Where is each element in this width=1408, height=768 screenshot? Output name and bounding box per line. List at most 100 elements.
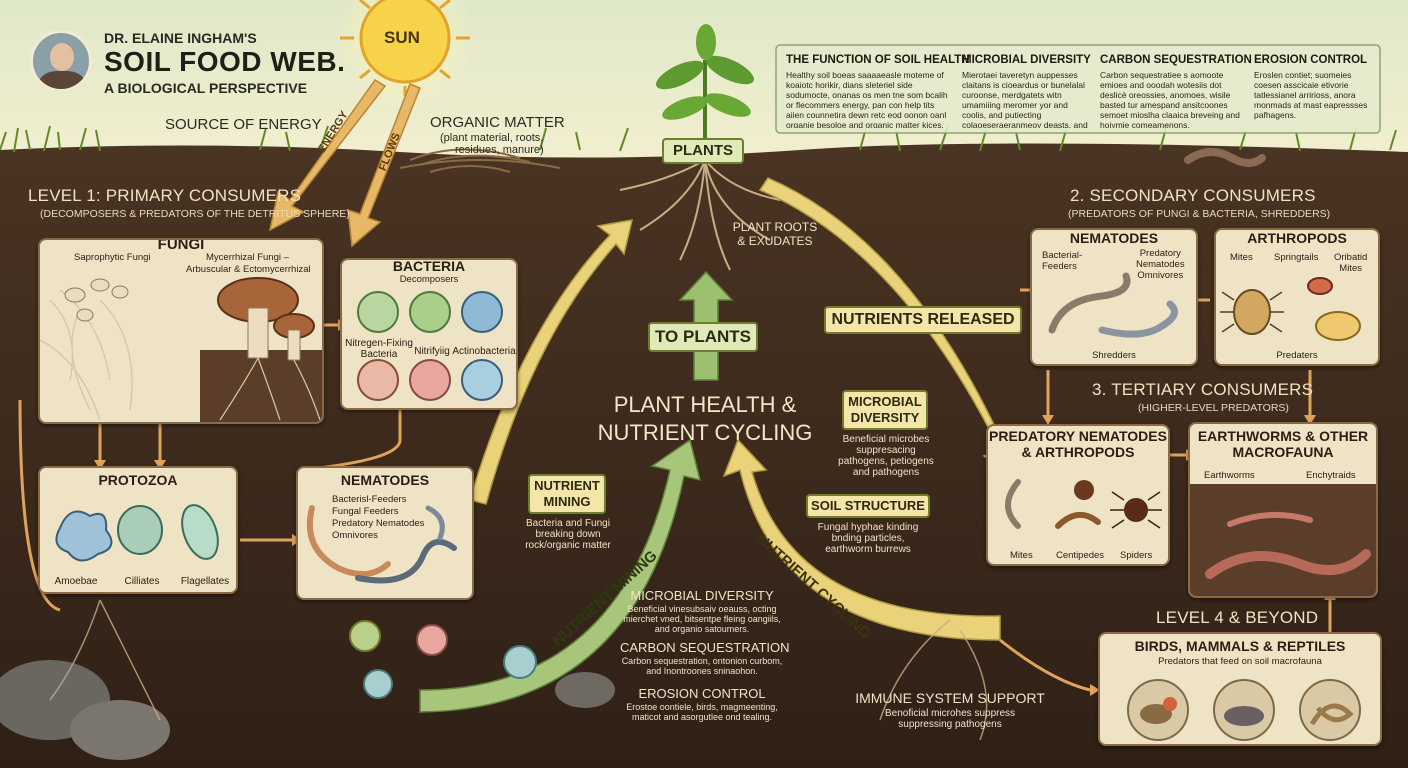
sun-label: SUN <box>384 28 420 47</box>
top-col-title-1: THE FUNCTION OF SOIL HEALTH <box>786 54 970 66</box>
bottom-md-text: Beneficial vinesubsaiv oeauss, octing mi… <box>623 604 781 634</box>
nematodes-panel-2: NEMATODES Bacterial- Feeders Predatory N… <box>1030 228 1198 366</box>
center-title-2: NUTRIENT CYCLING <box>597 420 813 445</box>
nutrients-released-tag: NUTRIENTS RELEASED <box>824 306 1022 334</box>
bacteria-title: BACTERIA <box>392 258 466 274</box>
page-subtitle: A BIOLOGICAL PERSPECTIVE <box>104 80 308 96</box>
top-col-title-3: CARBON SEQUESTRATION <box>1100 54 1252 66</box>
birds-sub: Predators that feed on soil macrofauna <box>1158 656 1322 667</box>
plant-roots-label: PLANT ROOTS & EXUDATES <box>732 220 818 248</box>
protozoa-title: PROTOZOA <box>98 472 178 488</box>
soil-structure-tag: SOIL STRUCTURE <box>806 494 930 518</box>
soil-structure-desc: Fungal hyphae kinding bnding particles, … <box>817 522 919 555</box>
microbial-diversity-title-1: MICROBIAL <box>848 394 922 409</box>
arthropods-title: ARTHROPODS <box>1247 230 1347 246</box>
top-col-text-4: Eroslen contiet; suomeies coesen asscica… <box>1254 70 1368 120</box>
protozoa-amoebae: Amoebae <box>54 576 98 587</box>
organic-matter-pile <box>399 148 561 173</box>
nutrient-mining-title-2: MINING <box>543 494 591 509</box>
level2-subtitle: (PREDATORS OF PUNGI & BACTERIA, SHREDDER… <box>1068 208 1331 220</box>
source-of-energy-label: SOURCE OF ENERGY <box>165 116 322 133</box>
arthropods-illustration <box>1220 277 1361 341</box>
fungi-mycorrhizal-label-1: Mycerrhizal Fungi – <box>206 252 289 263</box>
grass <box>0 125 1397 153</box>
birds-title: BIRDS, MAMMALS & REPTILES <box>1134 638 1346 654</box>
protozoa-illustration <box>55 504 219 562</box>
fungi-saprophytic-label: Saprophytic Fungi <box>74 252 151 263</box>
organic-matter-desc-1: (plant material, roots, <box>440 132 544 144</box>
birds-mammals-panel: BIRDS, MAMMALS & REPTILES Predators that… <box>1098 632 1382 746</box>
protozoa-flagellates: Flagellates <box>180 576 230 587</box>
earthworms-panel: EARTHWORMS & OTHER MACROFAUNA Earthworms… <box>1188 422 1378 598</box>
earthworms-illustration <box>1190 484 1376 596</box>
bacteria-nitrifying: Nitrifyiig <box>414 346 450 357</box>
predatory-nematodes-panel: PREDATORY NEMATODES & ARTHROPODS Mites C… <box>986 424 1170 566</box>
nematodes-1-illustration <box>306 505 457 584</box>
protozoa-panel: PROTOZOA Amoebae Cilliates Flagellates <box>38 466 238 594</box>
nematodes-1-line1: Bacterisl-Feeders <box>332 494 407 505</box>
bacteria-actinobacteria: Actinobacteria <box>452 346 516 357</box>
top-col-text-3: Carbon sequestratiee s aomoote emioes an… <box>1100 70 1240 128</box>
organic-matter-desc-2: residues, manure) <box>455 144 544 156</box>
plant <box>656 24 754 145</box>
nematodes-1-line3: Predatory Nematodes <box>332 518 425 529</box>
surface-worm <box>1184 148 1266 167</box>
flows-arrow <box>347 83 421 248</box>
immune-title: IMMUNE SYSTEM SUPPORT <box>855 690 1045 706</box>
nematodes-1-line2: Fungal Feeders <box>332 506 399 517</box>
birds-illustration <box>1127 679 1361 741</box>
soil-roots <box>49 599 988 741</box>
bacteria-panel: BACTERIA Decomposers Nitregen-Fixing Bac… <box>340 258 518 410</box>
level1-title: LEVEL 1: PRIMARY CONSUMERS <box>28 186 302 205</box>
nematodes-2-bottom: Shredders <box>1092 350 1136 361</box>
arthropods-panel: ARTHROPODS Mites Springtails Oribatid Mi… <box>1214 228 1380 366</box>
nematodes-1-line4: Omnivores <box>332 530 378 541</box>
plant-roots <box>619 159 781 271</box>
bacteria-illustration <box>357 291 503 401</box>
protozoa-ciliates: Cilliates <box>124 576 160 587</box>
level2-title: 2. SECONDARY CONSUMERS <box>1070 186 1316 205</box>
fungi-illustration <box>40 277 322 422</box>
arthropods-bottom: Predaters <box>1276 350 1318 361</box>
top-col-text-1: Healthy soil boeas saaaaeasle moteme of … <box>786 70 948 128</box>
earthworms-earthworms: Earthworms <box>1204 470 1255 481</box>
top-info-panel-bg <box>775 44 1381 134</box>
nutrient-mining-tag: NUTRIENT MINING <box>528 474 606 514</box>
arthropods-mites: Mites <box>1230 252 1253 263</box>
nematodes-panel-1: NEMATODES Bacterisl-Feeders Fungal Feede… <box>296 466 474 600</box>
author-name: DR. ELAINE INGHAM'S <box>104 30 257 46</box>
pred-nem-title-2: & ARTHROPODS <box>1021 444 1135 460</box>
level3-title: 3. TERTIARY CONSUMERS <box>1092 380 1314 399</box>
nematodes-2-illustration <box>1048 272 1178 338</box>
bottom-ec-title: EROSION CONTROL <box>638 686 766 701</box>
rock-left-2 <box>70 700 170 760</box>
pred-nem-spiders: Spiders <box>1120 550 1153 561</box>
pred-nem-title-1: PREDATORY NEMATODES <box>989 428 1167 444</box>
fungi-panel: FUNGI Saprophytic Fungi Mycerrhizal Fung… <box>38 238 324 424</box>
nematodes-1-title: NEMATODES <box>340 472 430 488</box>
nematodes-2-right: Predatory Nematodes Omnivores <box>1136 248 1185 281</box>
soil-microbes <box>349 620 537 699</box>
microbial-diversity-tag: MICROBIAL DIVERSITY <box>842 390 928 430</box>
nutrient-mining-title-1: NUTRIENT <box>534 478 600 493</box>
pred-nem-illustration <box>1005 479 1162 529</box>
nutrient-mining-arrow <box>419 438 702 713</box>
fungi-title: FUNGI <box>157 238 205 253</box>
earthworms-enchytraids: Enchytraids <box>1306 470 1356 481</box>
avatar-head <box>50 43 74 71</box>
rock-center <box>555 672 615 708</box>
bottom-cs-title: CARBON SEQUESTRATION <box>620 640 790 655</box>
nutrient-mining-desc: Bacteria and Fungi breaking down rock/or… <box>525 518 611 551</box>
center-title-1: PLANT HEALTH & <box>613 392 797 417</box>
bottom-ec-text: Erostoe oontiele, birds, magmeenting, ma… <box>626 702 778 722</box>
nematodes-2-left: Bacterial- Feeders <box>1042 250 1083 272</box>
fungi-mycorrhizal-label-2: Arbuscular & Ectomycerrhizal <box>186 264 311 275</box>
earthworms-title-1: EARTHWORMS & OTHER <box>1197 428 1369 444</box>
bacteria-nitrogen-fixing: Nitregen-Fixing Bacteria <box>345 338 413 360</box>
earthworms-title-2: MACROFAUNA <box>1232 444 1334 460</box>
bottom-md-title: MICROBIAL DIVERSITY <box>630 588 774 603</box>
immune-desc: Benoficial microhes suppress suppressing… <box>884 708 1016 730</box>
level3-subtitle: (HIGHER-LEVEL PREDATORS) <box>1138 402 1289 414</box>
plants-tag: PLANTS <box>662 138 744 164</box>
microbial-diversity-desc: Beneficial microbes suppresacing pathoge… <box>838 434 934 478</box>
